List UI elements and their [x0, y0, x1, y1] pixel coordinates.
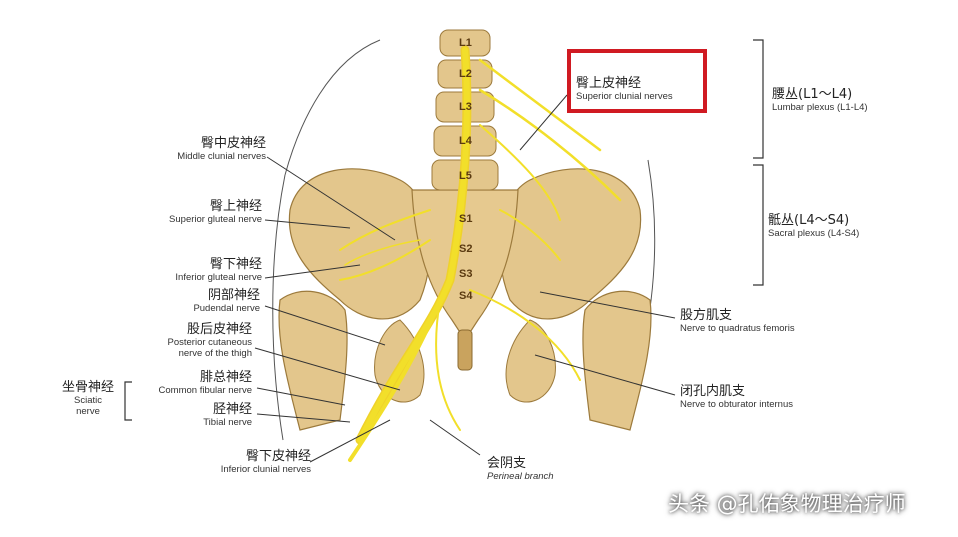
sacral-label-s1: S1	[459, 213, 473, 225]
lumbar-plexus-bracket	[753, 39, 764, 159]
label-pudendal: 阴部神经 Pudendal nerve	[193, 288, 260, 314]
left-ischium	[374, 319, 425, 403]
label-middle-clunial: 臀中皮神经 Middle clunial nerves	[177, 136, 266, 162]
coccyx	[457, 329, 473, 371]
left-ilium	[288, 168, 431, 320]
vertebra-label-l4: L4	[459, 135, 472, 147]
sciatic-bracket	[124, 381, 132, 421]
left-femur	[278, 290, 348, 431]
sacral-plexus-bracket	[753, 164, 764, 286]
vertebra-label-l5: L5	[459, 170, 472, 182]
nerve-network	[339, 45, 622, 462]
highlight-box	[567, 49, 707, 113]
watermark: 头条 @孔佑象物理治疗师	[668, 492, 906, 516]
body-outline-left	[284, 39, 381, 176]
label-sciatic: 坐骨神经 Sciatic nerve	[61, 380, 114, 417]
vertebra-label-l2: L2	[459, 68, 472, 80]
vertebra-label-l1: L1	[459, 37, 472, 49]
sacral-label-s2: S2	[459, 243, 473, 255]
leader-lines	[254, 94, 676, 463]
label-inferior-gluteal: 臀下神经 Inferior gluteal nerve	[175, 257, 262, 283]
sacral-label-s4: S4	[459, 290, 473, 302]
label-common-fibular: 腓总神经 Common fibular nerve	[158, 370, 252, 396]
right-femur	[582, 290, 652, 431]
label-quadratus-femoris: 股方肌支 Nerve to quadratus femoris	[680, 308, 795, 334]
right-ilium	[499, 168, 642, 320]
label-superior-gluteal: 臀上神经 Superior gluteal nerve	[169, 199, 262, 225]
label-posterior-cutaneous: 股后皮神经 Posterior cutaneous nerve of the t…	[167, 322, 253, 359]
vertebra-label-l3: L3	[459, 101, 472, 113]
label-obturator-internus: 闭孔内肌支 Nerve to obturator internus	[680, 384, 794, 410]
label-sacral-plexus: 骶丛(L4～S4) Sacral plexus (L4-S4)	[768, 213, 860, 239]
label-tibial: 胫神经 Tibial nerve	[203, 402, 252, 428]
label-superior-clunial: 臀上皮神经 Superior clunial nerves	[576, 76, 673, 102]
label-lumbar-plexus: 腰丛(L1～L4) Lumbar plexus (L1-L4)	[772, 87, 868, 113]
sacral-label-s3: S3	[459, 268, 473, 280]
body-outline-left-lower	[272, 174, 286, 441]
label-inferior-clunial: 臀下皮神经 Inferior clunial nerves	[220, 449, 311, 475]
sacrum	[411, 189, 519, 342]
right-ischium	[505, 319, 556, 403]
label-perineal: 会阴支 Perineal branch	[487, 456, 554, 482]
